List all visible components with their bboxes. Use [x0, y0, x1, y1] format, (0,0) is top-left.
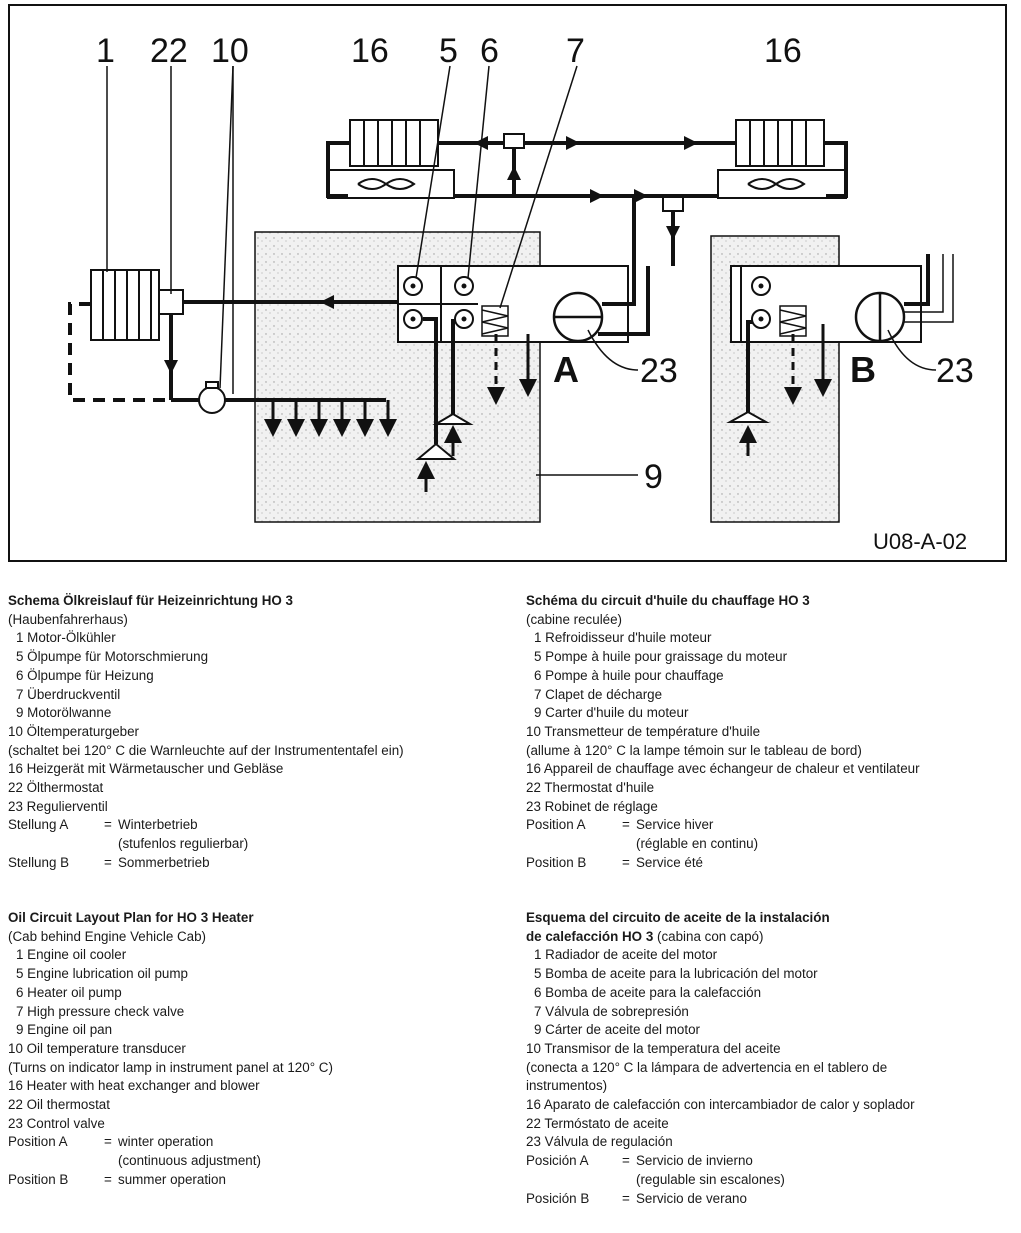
legend-position-b: Stellung B=Sommerbetrieb: [8, 854, 210, 870]
relief-valve-a: [481, 305, 509, 337]
heater-16-left: [327, 119, 455, 199]
label-10: 10: [211, 32, 249, 70]
label-pos-b: B: [850, 349, 876, 390]
figure-code: U08-A-02: [873, 529, 967, 554]
legend-item: 1 Motor-Ölkühler: [16, 630, 116, 646]
legend-french: Schéma du circuit d'huile du chauffage H…: [526, 592, 920, 873]
legend-spanish: Esquema del circuito de aceite de la ins…: [526, 909, 915, 1208]
legend-item: instrumentos): [526, 1078, 608, 1094]
label-22: 22: [150, 32, 188, 70]
legend-item: 6 Ölpumpe für Heizung: [16, 667, 154, 683]
legend-position-a: Posición A=Servicio de invierno: [526, 1153, 753, 1169]
legend-item: 16 Aparato de calefacción con intercambi…: [526, 1097, 915, 1113]
legend-subtitle: (Haubenfahrerhaus): [8, 611, 128, 627]
legend-position-a-note: (réglable en continu): [636, 836, 759, 852]
legend-item: 16 Heater with heat exchanger and blower: [8, 1078, 260, 1094]
legend-item: (Turns on indicator lamp in instrument p…: [8, 1059, 333, 1075]
legend-title: Schema Ölkreislauf für Heizeinrichtung H…: [8, 593, 293, 608]
label-9: 9: [644, 458, 663, 496]
legend-item: 5 Engine lubrication oil pump: [16, 966, 188, 982]
relief-valve-b: [779, 305, 807, 337]
legend-item: 10 Öltemperaturgeber: [8, 723, 140, 739]
legend-item: 9 Carter d'huile du moteur: [534, 705, 689, 721]
oil-cooler-1: [90, 269, 160, 341]
label-5: 5: [439, 32, 458, 70]
legend-position-a: Position A=winter operation: [8, 1134, 214, 1150]
heater-16-right: [717, 119, 847, 199]
control-valve-a: [552, 291, 604, 343]
label-1: 1: [96, 32, 115, 70]
legend-item: 6 Heater oil pump: [16, 984, 122, 1000]
legend-item: 16 Appareil de chauffage avec échangeur …: [526, 761, 920, 777]
leader-lines: [106, 65, 937, 476]
legend-item: 10 Transmisor de la temperatura del acei…: [526, 1040, 781, 1056]
legend-item: 5 Bomba de aceite para la lubricación de…: [534, 966, 818, 982]
legend-item: 23 Regulierventil: [8, 798, 108, 814]
legend-english: Oil Circuit Layout Plan for HO 3 Heater …: [8, 909, 333, 1190]
legend-item: 7 Überdruckventil: [16, 686, 121, 702]
legend-item: 5 Ölpumpe für Motorschmierung: [16, 649, 209, 665]
legend-item: 23 Válvula de regulación: [526, 1134, 673, 1150]
legend-position-a: Position A=Service hiver: [526, 817, 714, 833]
legend-item: 22 Termóstato de aceite: [526, 1115, 669, 1131]
legend-item: 1 Refroidisseur d'huile moteur: [534, 630, 712, 646]
legend-item: 7 Clapet de décharge: [534, 686, 663, 702]
label-23-b: 23: [936, 352, 974, 390]
legend-item: 5 Pompe à huile pour graissage du moteur: [534, 649, 788, 665]
legend-position-b: Position B=Service été: [526, 854, 703, 870]
label-7: 7: [566, 32, 585, 70]
legend-position-a-note: (continuous adjustment): [118, 1153, 261, 1169]
legend-item: 9 Cárter de aceite del motor: [534, 1022, 700, 1038]
legend-item: 16 Heizgerät mit Wärmetauscher und Geblä…: [8, 761, 284, 777]
legend-item: 22 Thermostat d'huile: [526, 780, 655, 796]
drip-arrows: [264, 400, 397, 437]
legend-item: 1 Radiador de aceite del motor: [534, 947, 718, 963]
legend-item: 23 Robinet de réglage: [526, 798, 658, 814]
legend-position-a-note: (regulable sin escalones): [636, 1171, 785, 1187]
bypass-line-dashed: [68, 302, 171, 402]
label-pos-a: A: [553, 349, 579, 390]
control-valve-b: [854, 291, 906, 343]
inflow-arrows: [417, 425, 757, 492]
legend-item: 1 Engine oil cooler: [16, 947, 127, 963]
temp-transducer-10: [198, 381, 226, 414]
label-16-left: 16: [351, 32, 389, 70]
legend-title: Schéma du circuit d'huile du chauffage H…: [526, 593, 810, 608]
legend-item: 6 Bomba de aceite para la calefacción: [534, 984, 762, 1000]
label-16-right: 16: [764, 32, 802, 70]
legend-title: Esquema del circuito de aceite de la ins…: [526, 910, 830, 925]
legend-item: (conecta a 120° C la lámpara de adverten…: [526, 1059, 888, 1075]
legend-item: 22 Ölthermostat: [8, 780, 104, 796]
legend-item: 6 Pompe à huile pour chauffage: [534, 667, 724, 683]
oil-circuit-diagram: 1 22 10 16 5 6 7 16 A 23 B 23 9 U08-A-02: [8, 4, 1008, 564]
legend-title-line-2: de calefacción HO 3 (cabina con capó): [526, 928, 764, 944]
legend-item: 22 Oil thermostat: [8, 1097, 110, 1113]
label-6: 6: [480, 32, 499, 70]
legend-subtitle: (cabine reculée): [526, 611, 623, 627]
legend-item: 9 Engine oil pan: [16, 1022, 113, 1038]
legend-item: 7 High pressure check valve: [16, 1003, 185, 1019]
legend-item: (allume à 120° C la lampe témoin sur le …: [526, 742, 862, 758]
label-23-a: 23: [640, 352, 678, 390]
legend-position-b: Position B=summer operation: [8, 1171, 226, 1187]
legend-item: 7 Válvula de sobrepresión: [534, 1003, 689, 1019]
legend-position-a: Stellung A=Winterbetrieb: [8, 817, 198, 833]
legend-item: (schaltet bei 120° C die Warnleuchte auf…: [8, 742, 404, 758]
suction-strainers: [415, 410, 770, 460]
legend-item: 10 Transmetteur de température d'huile: [526, 723, 761, 739]
legend-subtitle: (Cab behind Engine Vehicle Cab): [8, 928, 207, 944]
legend-title: Oil Circuit Layout Plan for HO 3 Heater: [8, 910, 254, 925]
diagram-frame: [8, 4, 1007, 562]
legend-item: 23 Control valve: [8, 1115, 105, 1131]
legend-position-a-note: (stufenlos regulierbar): [118, 836, 249, 852]
legend-german: Schema Ölkreislauf für Heizeinrichtung H…: [8, 592, 404, 873]
legend-item: 10 Oil temperature transducer: [8, 1040, 186, 1056]
legend-position-b: Posición B=Servicio de verano: [526, 1190, 747, 1206]
legend-item: 9 Motorölwanne: [16, 705, 112, 721]
